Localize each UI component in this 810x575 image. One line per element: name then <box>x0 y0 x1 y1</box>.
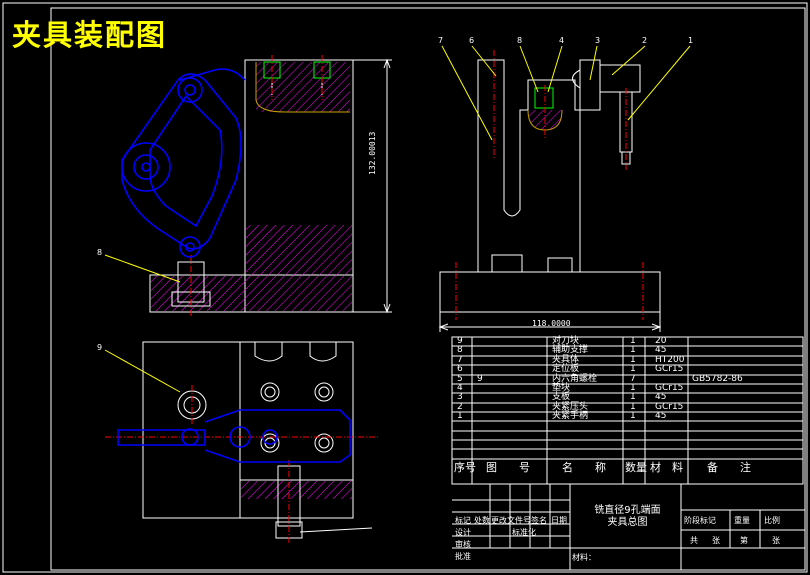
tb-label: 处数 <box>474 516 490 525</box>
bom-seq: 6 <box>457 364 463 375</box>
tb-label: 审核 <box>455 540 471 549</box>
bom-header-drawing-no: 图 号 <box>486 461 530 474</box>
part-title-line1: 铣直径9孔端面 <box>594 505 661 516</box>
bom-material: 45 <box>655 345 667 356</box>
bom-seq: 8 <box>457 345 463 356</box>
bom-seq: 7 <box>457 354 463 365</box>
bom-name: 支板 <box>552 392 571 403</box>
bom-material: 20 <box>655 336 667 346</box>
bom-qty: 1 <box>630 336 636 346</box>
tb-label: 批准 <box>455 552 471 561</box>
tb-right-label: 重量 <box>734 516 750 525</box>
bom-seq: 9 <box>457 336 463 346</box>
bom-qty: 1 <box>630 354 636 365</box>
top-view <box>104 341 380 545</box>
tb-right-label: 张 <box>772 536 780 545</box>
bom-material: GCr15 <box>655 383 684 393</box>
balloon-8: 8 <box>517 36 523 45</box>
bom-seq: 3 <box>457 392 463 403</box>
bom-header-material: 材 料 <box>650 461 683 474</box>
tb-label: 日期 <box>551 516 567 525</box>
tb-right-label: 共 <box>690 536 698 545</box>
bom-drawing-no: 9 <box>477 373 483 384</box>
bom-qty: 1 <box>630 383 636 393</box>
side-top-hatch <box>256 62 350 112</box>
bom-name: 夹紧手柄 <box>552 411 589 422</box>
tb-label: 设计 <box>455 528 471 537</box>
bom-row: 2 夹紧压头 1 GCr15 <box>452 401 803 412</box>
front-view <box>438 45 691 332</box>
balloon-4: 4 <box>559 36 565 45</box>
bom-row: 3 支板 1 45 <box>452 392 803 403</box>
dimension-width: 118.0000 <box>532 319 571 328</box>
balloon-top-9: 9 <box>97 343 103 352</box>
balloon-2: 2 <box>642 36 648 45</box>
bom-material: GCr15 <box>655 401 684 412</box>
bom-qty: 1 <box>630 392 636 403</box>
bom-name: 内六角螺栓 <box>552 373 598 384</box>
bom-grid <box>451 336 805 570</box>
bom-material: HT200 <box>655 354 685 365</box>
bom-row: 1 夹紧手柄 1 45 <box>452 411 803 422</box>
bom-qty: 7 <box>630 373 636 384</box>
tb-label: 标准化 <box>512 528 536 537</box>
side-view <box>104 55 392 318</box>
tb-right-label: 阶段标记 <box>684 516 716 525</box>
bom-row: 6 定位板 1 GCr15 <box>452 364 803 375</box>
top-clamp <box>117 409 351 463</box>
bom-seq: 4 <box>457 383 463 393</box>
bom-row: 7 夹具体 1 HT200 <box>452 354 803 365</box>
bom-seq: 5 <box>457 373 463 384</box>
balloon-side-8: 8 <box>97 248 103 257</box>
bom-row: 8 辅助支撑 1 45 <box>452 345 803 356</box>
bom-name: 定位板 <box>552 364 580 375</box>
bom-name: 辅助支撑 <box>552 345 589 356</box>
bom-name: 对刀块 <box>552 336 580 346</box>
tb-label: 标记 <box>455 516 471 525</box>
material-label: 材料： <box>572 553 596 562</box>
clamp-linkage <box>121 68 246 258</box>
side-body-hatch <box>246 225 352 275</box>
bom-material: GCr15 <box>655 364 684 375</box>
drawing-title: 夹具装配图 <box>12 18 168 52</box>
balloon-7: 7 <box>438 36 444 45</box>
part-title-line2: 夹具总图 <box>607 517 648 528</box>
tb-right-label: 第 <box>740 536 748 545</box>
bom-material: 45 <box>655 392 667 403</box>
inner-border <box>50 7 806 571</box>
bom-header-qty: 数量 <box>625 461 647 474</box>
bom-qty: 1 <box>630 401 636 412</box>
bom-name: 垫块 <box>552 383 571 393</box>
tb-label: 更改文件号 <box>491 516 531 525</box>
bom-remark: GB5782-86 <box>692 373 743 384</box>
bom-header-seq: 序号 <box>454 461 476 474</box>
bom-header-name: 名 称 <box>562 461 606 474</box>
bom-qty: 1 <box>630 411 636 422</box>
bom-row: 9 对刀块 1 20 <box>452 336 803 346</box>
bom-header: 序号 图 号 名 称 数量 材 料 备 注 <box>452 461 803 475</box>
tb-right-label: 张 <box>712 536 720 545</box>
bom-qty: 1 <box>630 345 636 356</box>
balloon-1: 1 <box>688 36 694 45</box>
bom-seq: 2 <box>457 401 463 412</box>
side-base-hatch <box>151 276 352 311</box>
bom-name: 夹具体 <box>552 354 580 365</box>
bom-row: 5 9 内六角螺栓 7 GB5782-86 <box>452 373 803 384</box>
tb-label: 签名 <box>531 516 547 525</box>
bom-seq: 1 <box>457 411 463 422</box>
bom-name: 夹紧压头 <box>552 401 589 412</box>
bom-qty: 1 <box>630 364 636 375</box>
tb-right-label: 比例 <box>764 516 780 525</box>
balloon-6: 6 <box>469 36 475 45</box>
bom-header-remark: 备 注 <box>707 461 751 474</box>
bom-row: 4 垫块 1 GCr15 <box>452 383 803 393</box>
bom-material: 45 <box>655 411 667 422</box>
balloon-3: 3 <box>595 36 601 45</box>
dimension-height: 132.00013 <box>368 131 377 175</box>
